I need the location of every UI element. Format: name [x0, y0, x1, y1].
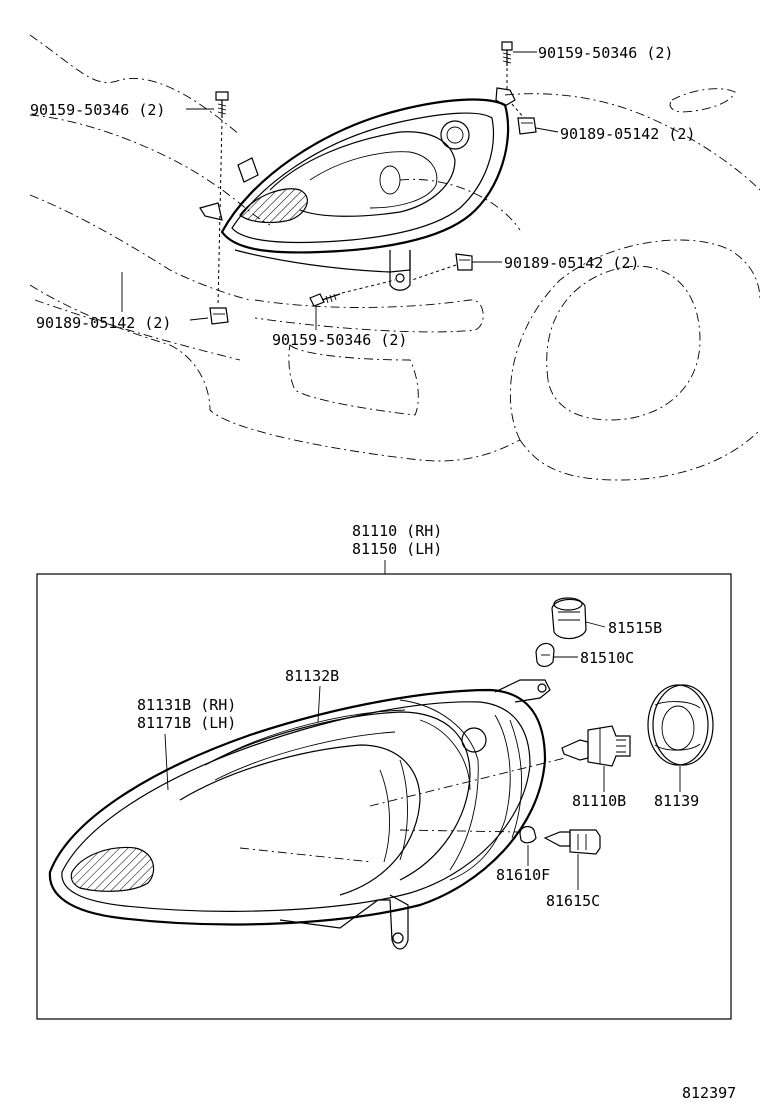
wedge-bulb-icon [519, 825, 537, 844]
part-label-clip-top-right: 90189-05142 (2) [560, 125, 695, 143]
part-label-main-bulb: 81110B [572, 792, 626, 810]
part-label-screw-left: 90159-50346 (2) [30, 101, 165, 119]
guide-clip-top-right [511, 103, 525, 119]
leader-lens [164, 733, 169, 791]
part-label-clip-bottom-left: 90189-05142 (2) [36, 314, 171, 332]
socket-icon [551, 597, 587, 640]
clip-bottom-left-icon [209, 307, 229, 325]
main-bulb-icon [561, 725, 631, 767]
part-label-wedge-bulb: 81610F [496, 866, 550, 884]
wedge-socket-icon [543, 829, 601, 855]
leader-clip-top-right [535, 127, 559, 133]
part-label-housing: 81132B [285, 667, 339, 685]
part-label-lens-lh: 81171B (LH) [137, 714, 236, 732]
guide-screw-bottom [341, 279, 396, 294]
diagram-id: 812397 [682, 1084, 736, 1102]
hidden-line-b [369, 757, 566, 807]
assembly-label-rh: 81110 (RH) [352, 522, 442, 540]
hidden-line-a [239, 847, 373, 863]
cover-icon [647, 684, 714, 766]
part-label-small-bulb: 81510C [580, 649, 634, 667]
clip-top-right-icon [517, 117, 537, 135]
part-label-lens-rh: 81131B (RH) [137, 696, 236, 714]
guide-screw-left [217, 119, 223, 306]
guide-clip-mid-right [411, 264, 457, 281]
leader-clip-bottom-left [189, 317, 209, 321]
part-label-screw-top: 90159-50346 (2) [538, 44, 673, 62]
leader-housing [317, 685, 321, 723]
clip-mid-right-icon [455, 253, 473, 271]
assembly-label-lh: 81150 (LH) [352, 540, 442, 558]
screw-top-icon [501, 41, 513, 66]
exploded-headlamp-drawing [48, 679, 566, 950]
screw-bottom-icon [309, 293, 341, 307]
part-label-wedge-socket: 81615C [546, 892, 600, 910]
leader-socket [585, 621, 606, 628]
small-bulb-icon [535, 642, 555, 668]
part-label-clip-mid-right: 90189-05142 (2) [504, 254, 639, 272]
part-label-cover: 81139 [654, 792, 699, 810]
part-label-socket: 81515B [608, 619, 662, 637]
assembly-frame [36, 573, 732, 1020]
screw-left-icon [215, 91, 229, 118]
vehicle-body-outline [29, 34, 760, 481]
vehicle-headlamp-drawing [199, 87, 516, 291]
part-label-screw-bottom: 90159-50346 (2) [272, 331, 407, 349]
